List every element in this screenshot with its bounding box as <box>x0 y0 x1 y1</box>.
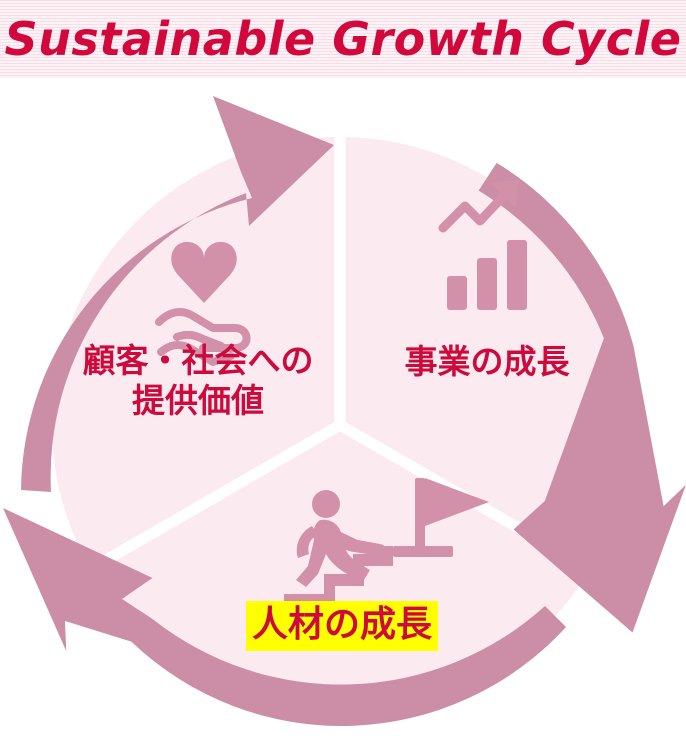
bar-small <box>447 276 467 310</box>
cycle-arrows <box>3 96 686 727</box>
arrow-lower-right <box>478 162 686 633</box>
title-band: Sustainable Growth Cycle <box>0 0 686 78</box>
flag-pole <box>415 478 425 548</box>
heart-shape <box>171 241 237 303</box>
person-arm-back <box>296 526 318 558</box>
person-climbing-stairs-flag-icon <box>284 478 489 606</box>
arrow-lower-left <box>3 508 566 727</box>
arrow-top <box>21 96 334 492</box>
stairs-top-ledge <box>393 546 453 557</box>
flag-banner <box>425 478 489 526</box>
person-head <box>312 490 340 518</box>
bar-large <box>507 240 527 310</box>
segment-label-people-growth: 人材の成長 <box>222 601 462 651</box>
divider-down-left <box>87 420 343 574</box>
segment-label-customer-society-value: 顧客・社会への 提供価値 <box>82 341 314 421</box>
page-title: Sustainable Growth Cycle <box>4 12 682 66</box>
trend-arrow-line <box>438 181 518 233</box>
trend-arrow-head <box>491 180 519 208</box>
segment-label-people-growth-highlight: 人材の成長 <box>245 601 438 651</box>
segment-label-business-growth: 事業の成長 <box>404 342 570 381</box>
stairs-shape <box>284 546 393 606</box>
hand-upper-edge <box>155 308 251 352</box>
person-body-legs <box>296 519 370 587</box>
bar-medium <box>477 258 497 310</box>
heart-in-hand-icon <box>155 241 251 366</box>
hand-lower-edge <box>157 341 235 366</box>
bar-chart-growth-icon <box>438 180 527 310</box>
hand-palm <box>173 330 225 350</box>
sustainable-growth-cycle-diagram <box>0 78 686 736</box>
